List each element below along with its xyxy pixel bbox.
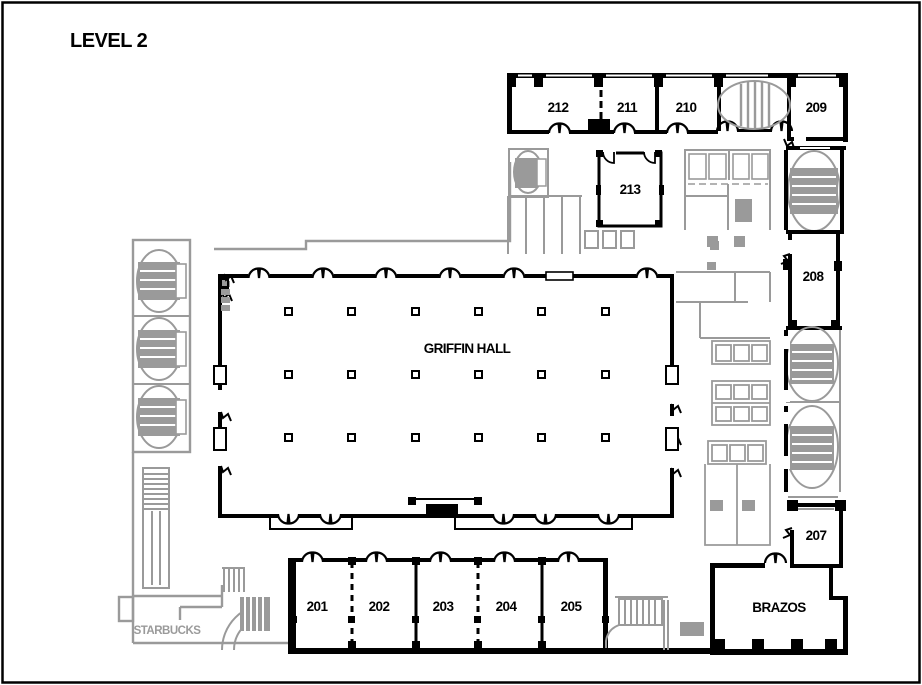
room-208-label: 208	[803, 269, 825, 284]
oval-stair-top	[717, 80, 791, 130]
brazos-label: BRAZOS	[752, 600, 806, 615]
oval-stair-east-1	[787, 150, 841, 232]
room-brazos: BRAZOS	[710, 552, 848, 655]
stall-banks-mid	[704, 340, 771, 546]
hall-window-slot	[545, 271, 574, 281]
sink-squares	[584, 230, 635, 249]
south-outer-wall	[288, 648, 712, 654]
elevator-oval-3	[136, 385, 187, 449]
west-wing: STARBUCKS	[117, 162, 512, 651]
room-212-label: 212	[548, 100, 569, 115]
oval-stair-east-3	[785, 405, 839, 489]
east-wing: 208	[780, 146, 846, 568]
room-213: 213	[596, 150, 664, 228]
oval-stair-east-2	[785, 326, 839, 402]
elevator-bank-outline	[131, 238, 192, 454]
room-210-label: 210	[676, 100, 697, 115]
stair-west	[142, 467, 170, 589]
room-213-label: 213	[620, 182, 642, 197]
room-207-label: 207	[806, 528, 827, 543]
room-204-label: 204	[496, 599, 518, 614]
spiral-stair-southwest	[221, 567, 270, 651]
room-209-label: 209	[806, 100, 827, 115]
hall-columns	[284, 307, 610, 442]
corridor-walls-mid	[676, 241, 771, 339]
wing-top-right: 212 211 210 209	[507, 73, 848, 149]
room-201-label: 201	[307, 599, 329, 614]
room-207: 207	[782, 500, 846, 568]
griffin-hall-label: GRIFFIN HALL	[424, 341, 511, 356]
room-202-label: 202	[369, 599, 390, 614]
room-205-label: 205	[561, 599, 583, 614]
room-203-label: 203	[433, 599, 455, 614]
hall-stage	[408, 497, 482, 514]
corridor-wall-north	[214, 162, 512, 251]
level-title: LEVEL 2	[70, 30, 148, 52]
stall-bank-left	[507, 195, 582, 254]
starbucks-label: STARBUCKS	[134, 625, 202, 637]
elevator-oval-1	[136, 249, 187, 313]
stair-south-mid	[605, 596, 704, 650]
room-211-label: 211	[617, 100, 638, 115]
south-rooms: 201 202 203 204 205	[290, 551, 609, 652]
elevator-oval-2	[136, 317, 187, 381]
griffin-hall: GRIFFIN HALL	[213, 267, 682, 530]
elevator-small	[508, 148, 549, 198]
starbucks-area	[117, 585, 290, 645]
